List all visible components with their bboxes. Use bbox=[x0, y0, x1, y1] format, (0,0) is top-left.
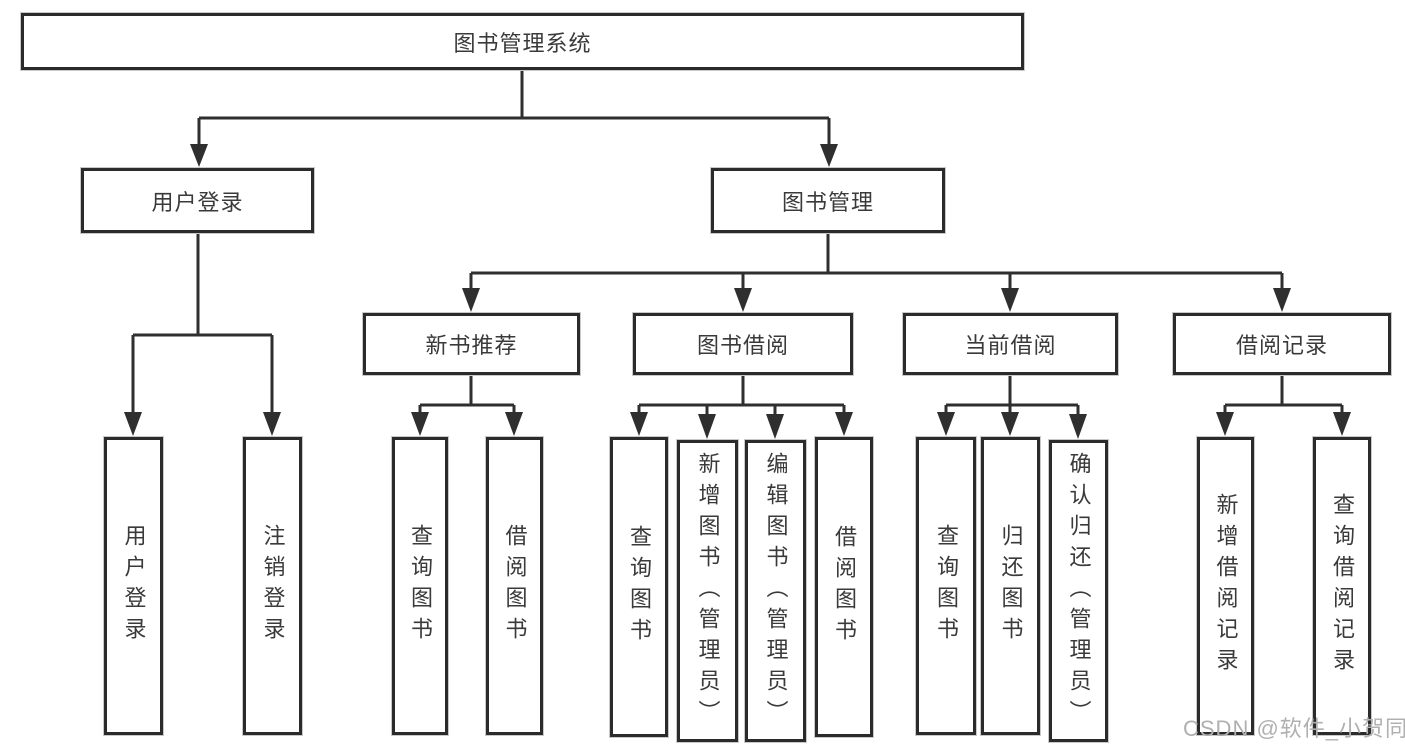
node-book-management: 图书管理 bbox=[711, 168, 945, 233]
node-label: 当前借阅 bbox=[964, 333, 1057, 358]
node-user-login: 用户登录 bbox=[81, 168, 314, 233]
connector-book-management-to-level3 bbox=[462, 233, 1291, 312]
connector-current-borrow-to-leaves bbox=[937, 375, 1087, 439]
node-label: 用户登录 bbox=[121, 524, 147, 648]
leaf-records-add-record: 新增借阅记录 bbox=[1197, 437, 1254, 735]
leaf-borrow-borrow-books: 借阅图书 bbox=[815, 437, 873, 737]
node-borrow-records: 借阅记录 bbox=[1173, 313, 1391, 375]
leaf-records-query-record: 查询借阅记录 bbox=[1313, 437, 1371, 735]
node-label: 查询图书 bbox=[627, 525, 652, 649]
connector-user-login-to-leaves bbox=[124, 233, 281, 436]
node-label: 借阅图书 bbox=[502, 524, 528, 648]
node-label: 查询图书 bbox=[934, 524, 959, 648]
leaf-recommend-borrow-books: 借阅图书 bbox=[486, 437, 543, 735]
node-label: 图书管理 bbox=[781, 189, 874, 215]
node-label: 图书管理系统 bbox=[453, 30, 592, 56]
leaf-borrow-add-books-admin: 新增图书（管理员） bbox=[677, 440, 738, 742]
leaf-borrow-edit-books-admin: 编辑图书（管理员） bbox=[745, 440, 806, 742]
node-label: 查询图书 bbox=[408, 524, 433, 648]
node-label: 归还图书 bbox=[998, 524, 1024, 648]
connector-root-to-level2 bbox=[190, 70, 838, 167]
node-new-book-recommend: 新书推荐 bbox=[363, 313, 580, 375]
connector-borrow-records-to-leaves bbox=[1216, 375, 1351, 436]
node-label: 注销登录 bbox=[260, 524, 286, 648]
node-label: 新增图书（管理员） bbox=[695, 451, 721, 731]
connector-book-borrow-to-leaves bbox=[630, 375, 853, 439]
node-label: 借阅图书 bbox=[832, 525, 857, 649]
node-current-borrow: 当前借阅 bbox=[903, 313, 1118, 375]
node-root: 图书管理系统 bbox=[21, 13, 1024, 70]
leaf-current-return-books: 归还图书 bbox=[981, 437, 1040, 735]
node-label: 查询借阅记录 bbox=[1330, 493, 1355, 679]
leaf-borrow-query-books: 查询图书 bbox=[610, 437, 668, 737]
leaf-recommend-query-books: 查询图书 bbox=[392, 437, 448, 735]
leaf-current-confirm-return-admin: 确认归还（管理员） bbox=[1049, 440, 1108, 742]
node-label: 用户登录 bbox=[151, 189, 244, 215]
leaf-user-login: 用户登录 bbox=[104, 437, 163, 735]
node-label: 图书借阅 bbox=[696, 333, 789, 358]
leaf-logout: 注销登录 bbox=[243, 437, 302, 735]
leaf-current-query-books: 查询图书 bbox=[916, 437, 976, 735]
node-book-borrow: 图书借阅 bbox=[633, 313, 853, 375]
node-label: 借阅记录 bbox=[1235, 333, 1328, 358]
node-label: 确认归还（管理员） bbox=[1066, 451, 1092, 731]
node-label: 新书推荐 bbox=[425, 333, 518, 358]
node-label: 编辑图书（管理员） bbox=[763, 451, 789, 731]
csdn-watermark: CSDN @软件_小贺同学 bbox=[1183, 716, 1405, 741]
connector-new-book-recommend-to-leaves bbox=[411, 375, 523, 436]
node-label: 新增借阅记录 bbox=[1213, 493, 1239, 679]
